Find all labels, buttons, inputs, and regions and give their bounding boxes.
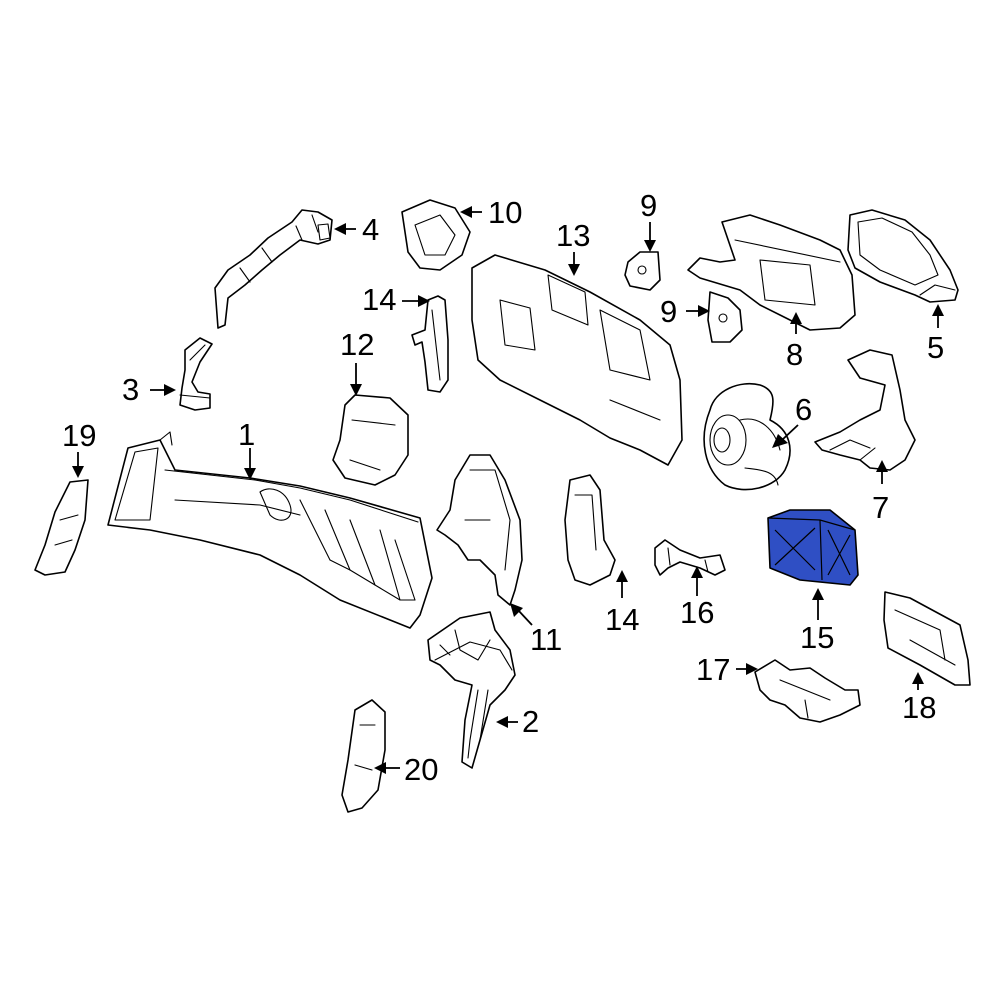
callout-8: 8: [786, 337, 803, 372]
part-7-bracket[interactable]: [814, 349, 916, 471]
part-14-lower-brace[interactable]: [564, 474, 616, 586]
callout-19: 19: [62, 418, 96, 453]
callout-2: 2: [522, 704, 539, 739]
part-9-lower-bracket[interactable]: [707, 291, 743, 343]
part-13-dash-panel[interactable]: [471, 254, 683, 466]
callout-10: 10: [488, 195, 522, 230]
callout-14-lower: 14: [605, 602, 639, 637]
part-17-mount[interactable]: [754, 659, 861, 723]
callout-11: 11: [530, 622, 562, 657]
part-10-cover-plate[interactable]: [401, 199, 471, 271]
callout-20: 20: [404, 752, 438, 787]
part-19-shield[interactable]: [34, 479, 89, 576]
callout-16: 16: [680, 595, 714, 630]
part-20-heat-shield[interactable]: [341, 699, 386, 813]
callout-9-lower: 9: [660, 294, 677, 329]
callout-14-upper: 14: [362, 282, 396, 317]
part-6-blower-motor[interactable]: [703, 383, 791, 491]
callout-15: 15: [800, 620, 834, 655]
callout-4: 4: [362, 212, 379, 247]
part-8-control-module[interactable]: [687, 214, 856, 331]
part-4-hose[interactable]: [214, 209, 333, 329]
callout-13: 13: [556, 218, 590, 253]
callout-5: 5: [927, 330, 944, 365]
callout-labels: 1 2 3 4 5 6 7 8 9 9 10 11 12 13 14 14 15…: [62, 188, 944, 787]
part-2-bracket-duct[interactable]: [427, 611, 516, 769]
part-9-upper-bracket[interactable]: [624, 251, 661, 291]
callout-3: 3: [122, 372, 139, 407]
callout-6: 6: [795, 392, 812, 427]
part-14-upper-brace[interactable]: [411, 295, 449, 393]
callout-7: 7: [872, 490, 889, 525]
part-5-air-duct[interactable]: [847, 209, 959, 303]
callout-12: 12: [340, 327, 374, 362]
callout-18: 18: [902, 690, 936, 725]
callout-17: 17: [696, 652, 730, 687]
part-3-elbow[interactable]: [179, 337, 213, 411]
part-18-panel[interactable]: [883, 591, 971, 686]
part-11-support-bracket[interactable]: [436, 454, 523, 606]
part-1-main-duct[interactable]: [107, 431, 433, 629]
part-12-housing[interactable]: [332, 394, 409, 486]
part-16-hose-fitting[interactable]: [654, 539, 726, 576]
callout-1: 1: [238, 417, 255, 452]
part-15-highlighted-block[interactable]: [767, 509, 859, 586]
leader-lines: [72, 206, 944, 774]
callout-9-upper: 9: [640, 188, 657, 223]
